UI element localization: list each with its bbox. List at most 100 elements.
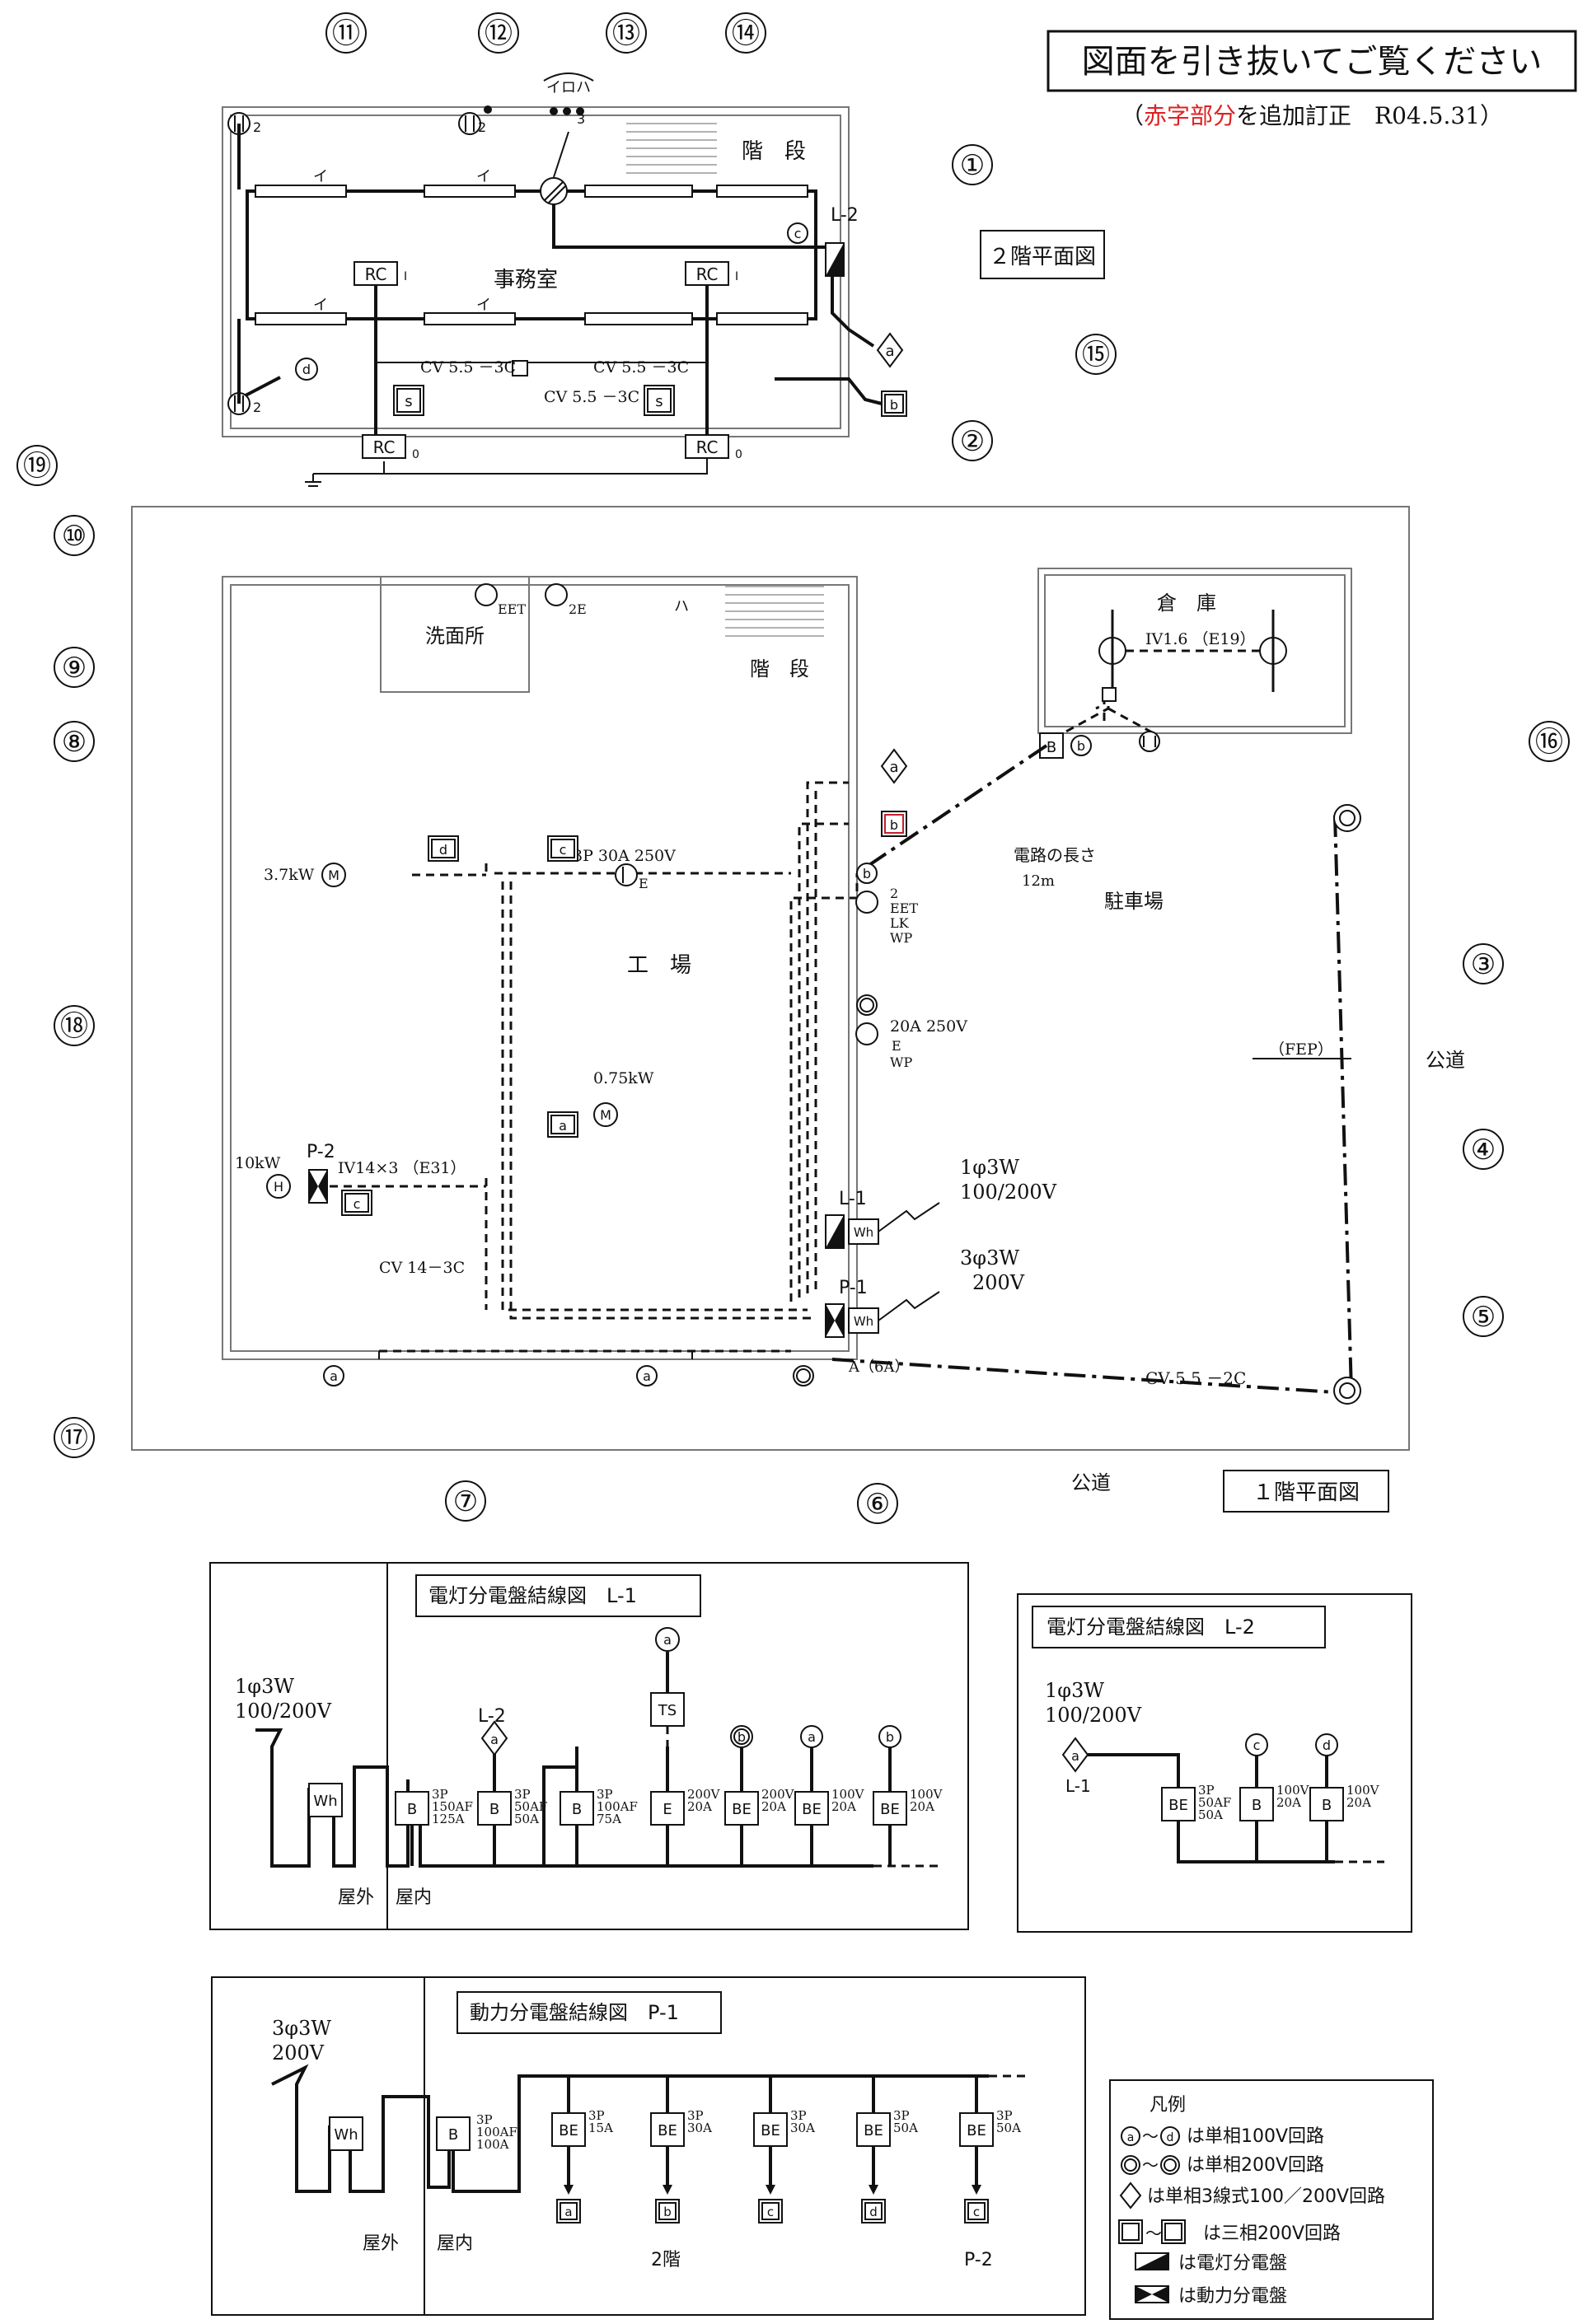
callout-2: ② [952,420,993,461]
svg-text:1φ3W: 1φ3W [235,1675,294,1698]
svg-text:Wh: Wh [854,1225,873,1240]
svg-text:a: a [663,1632,672,1648]
svg-text:⑮: ⑮ [1082,339,1110,372]
panel-p1-title: 動力分電盤結線図 P-1 [470,2001,679,2024]
callout-1: ① [952,144,993,185]
svg-text:は動力分電盤: は動力分電盤 [1178,2286,1287,2307]
svg-text:200V: 200V [272,2041,325,2064]
svg-text:BE: BE [761,2122,780,2139]
svg-text:②: ② [960,425,985,458]
svg-text:①: ① [960,149,985,182]
svg-text:Wh: Wh [334,2126,358,2144]
svg-text:a: a [559,1118,567,1134]
svg-text:B: B [1047,739,1056,756]
svg-text:L-1: L-1 [1065,1776,1091,1796]
floor2-cable: CV 5.5 －3C [420,358,516,376]
svg-text:100/200V: 100/200V [235,1700,332,1723]
floor1-plan-label: １階平面図 [1253,1480,1360,1505]
svg-text:E: E [639,876,649,891]
svg-text:0.75kW: 0.75kW [593,1069,654,1087]
svg-text:200V: 200V [972,1271,1025,1294]
callout-12: ⑫ [478,12,519,54]
svg-text:0: 0 [412,448,419,461]
svg-text:b: b [663,2205,672,2219]
floor2-rc [354,261,398,286]
svg-text:CV 14－3C: CV 14－3C [379,1259,465,1277]
svg-text:M: M [328,867,339,883]
callout-19: ⑲ [16,445,58,486]
svg-text:⑬: ⑬ [612,17,640,50]
svg-text:I: I [735,270,738,283]
svg-text:は単相100V回路: は単相100V回路 [1187,2126,1324,2147]
svg-text:c: c [767,2205,774,2219]
floor2-lamp [255,185,808,325]
svg-text:RC: RC [365,264,387,284]
svg-text:b: b [886,1729,894,1745]
svg-text:BE: BE [658,2122,677,2139]
road-bottom-label: 公道 [1071,1471,1111,1494]
svg-text:～: ～ [1142,2155,1159,2175]
svg-text:屋外: 屋外 [338,1887,374,1908]
floor2-rc [362,434,406,459]
callout-4: ④ [1463,1129,1504,1170]
svg-text:A（6A）: A（6A） [848,1358,909,1376]
svg-text:ハ: ハ [674,598,689,615]
svg-text:B: B [448,2126,458,2144]
floor1-stairs-label: 階 段 [750,657,809,680]
svg-text:IV14×3 （E31）: IV14×3 （E31） [338,1159,466,1177]
svg-text:P-2: P-2 [964,2250,993,2270]
legend: 凡例 a ～ d は単相100V回路 ～ は単相200V回路 は単相3線式100… [1109,2079,1434,2320]
svg-text:d: d [1323,1737,1331,1753]
callout-17: ⑰ [54,1417,95,1458]
svg-text:⑫: ⑫ [485,17,513,50]
svg-text:TS: TS [658,1702,677,1719]
svg-text:L-1: L-1 [839,1189,867,1209]
parking-label: 駐車場 [1104,890,1164,913]
svg-text:IV1.6 （E19）: IV1.6 （E19） [1145,630,1256,648]
panel-l2-title: 電灯分電盤結線図 L-2 [1047,1616,1255,1639]
svg-text:P-2: P-2 [307,1142,335,1162]
svg-text:1φ3W: 1φ3W [960,1156,1019,1179]
svg-text:2: 2 [253,119,261,135]
site-boundary [131,506,1410,1451]
svg-text:12m: 12m [1022,872,1055,890]
callout-3: ③ [1463,943,1504,984]
svg-text:H: H [274,1179,283,1195]
svg-text:BE: BE [864,2122,883,2139]
svg-text:2階: 2階 [651,2250,681,2270]
svg-text:は電灯分電盤: は電灯分電盤 [1178,2253,1287,2274]
svg-text:B: B [1252,1797,1262,1814]
svg-text:B: B [1322,1797,1332,1814]
svg-text:2: 2 [478,119,486,135]
header-box [1047,30,1577,92]
floor2-cable: CV 5.5 －3C [544,388,639,406]
svg-text:a: a [889,759,898,776]
svg-text:b: b [1077,738,1085,754]
svg-text:c: c [794,226,802,241]
floor2-lamp-label: イ [313,297,328,314]
callout-6: ⑥ [857,1483,898,1524]
svg-text:c: c [560,842,567,858]
header-note-red: 赤字部分 [1144,102,1236,129]
svg-text:⑱: ⑱ [60,1010,88,1043]
svg-text:BE: BE [880,1801,900,1818]
floor2-outlet [458,112,481,135]
svg-text:a: a [885,343,894,360]
